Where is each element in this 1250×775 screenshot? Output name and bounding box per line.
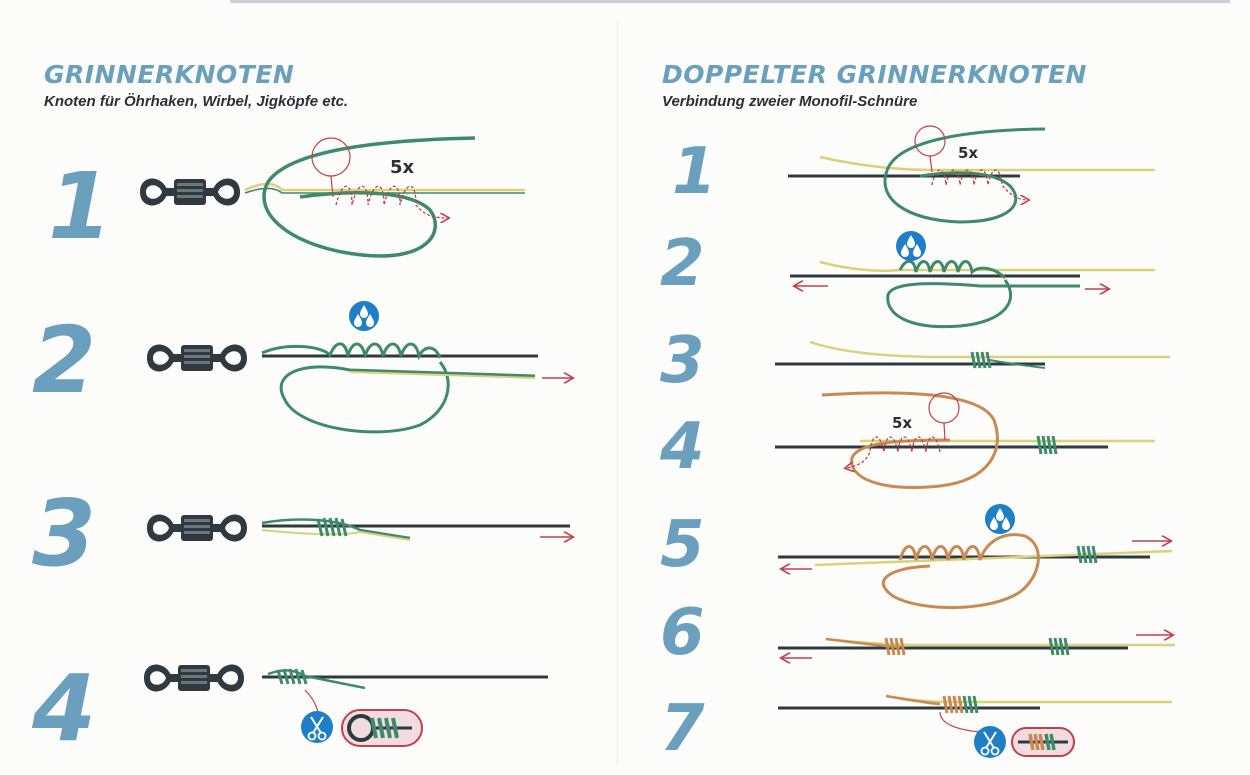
left-step-1-number: 1 [48, 153, 112, 260]
left-step-1-turns-label: 5x [390, 157, 415, 178]
left-step-2-illustration [147, 301, 572, 434]
right-step-5-number: 5 [660, 508, 705, 582]
left-step-1-illustration: 5x [140, 136, 525, 258]
scissors-icon [300, 710, 334, 744]
swivel-icon [140, 178, 240, 206]
right-step-4-turns-label: 5x [892, 414, 912, 432]
right-step-1-turns-label: 5x [958, 144, 978, 162]
right-step-6-illustration [778, 635, 1175, 658]
right-step-1-illustration: 5x [788, 125, 1155, 224]
right-step-4-illustration: 5x [775, 391, 1155, 489]
right-step-5-illustration [778, 504, 1172, 609]
left-step-3-number: 3 [32, 480, 96, 587]
right-step-2-illustration [790, 231, 1155, 329]
water-drops-icon [896, 231, 926, 261]
left-step-2-number: 2 [32, 307, 96, 414]
right-step-1-number: 1 [672, 135, 717, 209]
magnifier-icon [1011, 727, 1075, 757]
swivel-icon [147, 514, 247, 542]
water-drops-icon [349, 301, 379, 331]
left-step-4-illustration [144, 664, 548, 747]
right-step-3-illustration [775, 340, 1170, 369]
right-step-7-illustration [778, 694, 1172, 759]
page-fold [617, 20, 618, 765]
right-step-6-number: 6 [660, 596, 705, 670]
top-border [230, 0, 1230, 3]
left-title: GRINNERKNOTEN [44, 60, 295, 89]
magnifier-icon [341, 709, 423, 747]
left-subtitle: Knoten für Öhrhaken, Wirbel, Jigköpfe et… [44, 93, 349, 110]
left-step-3-illustration [147, 514, 572, 542]
right-step-2-number: 2 [660, 227, 705, 301]
left-step-4-number: 4 [31, 655, 96, 762]
swivel-icon [144, 664, 244, 692]
right-step-7-number: 7 [660, 692, 705, 766]
swivel-icon [147, 344, 247, 372]
scissors-icon [973, 725, 1007, 759]
water-drops-icon [985, 504, 1015, 534]
right-title: DOPPELTER GRINNERKNOTEN [662, 60, 1087, 89]
right-subtitle: Verbindung zweier Monofil-Schnüre [662, 93, 918, 110]
right-step-4-number: 4 [659, 410, 705, 484]
right-step-3-number: 3 [660, 324, 705, 398]
